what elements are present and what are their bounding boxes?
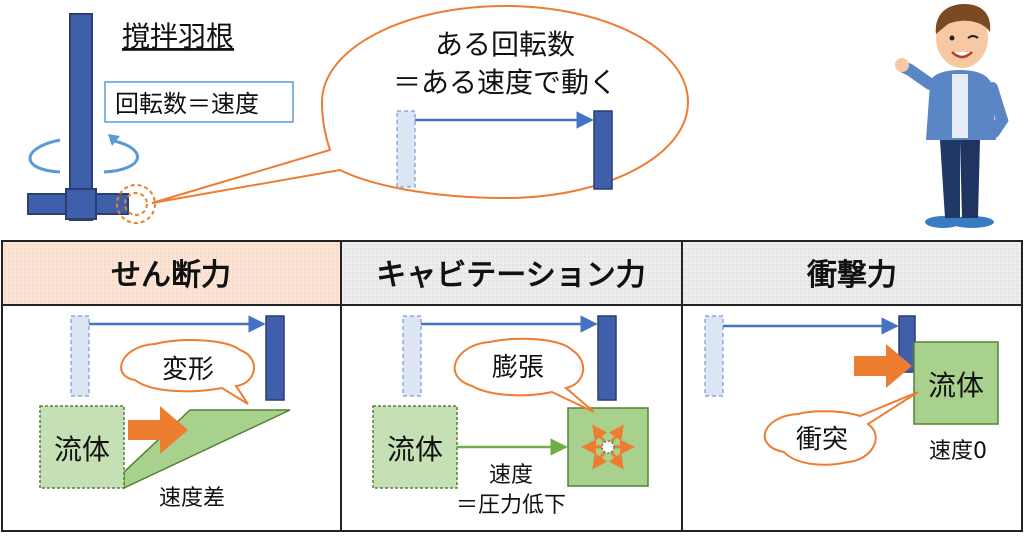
shear-callout: [120, 339, 255, 405]
panel-shear: 流体 変形 速度差: [39, 315, 291, 511]
speech-bubble: [151, 4, 690, 204]
shear-push-arrow: [128, 406, 188, 454]
shear-blade: [265, 315, 285, 401]
bubble-line2: ＝ある速度で動く: [393, 66, 617, 99]
cav-blade-ghost: [402, 315, 422, 397]
rpm-label: 回転数＝速度: [115, 90, 259, 118]
rotation-arrow-head: [108, 134, 120, 146]
panel-header-cavitation: キャビテーション力: [376, 258, 645, 293]
cav-fluid-label: 流体: [387, 433, 443, 466]
rpm-label-box: [104, 81, 294, 123]
panel-impact: 流体 衝突 速度0: [704, 315, 999, 466]
cav-caption-line2: ＝圧力低下: [456, 493, 566, 518]
cav-callout-label: 膨張: [492, 353, 544, 383]
impeller-hub: [65, 188, 97, 220]
person-illustration: [895, 4, 1009, 228]
impact-fluid-box: [913, 341, 999, 425]
impact-callout-label: 衝突: [796, 425, 848, 455]
shear-caption: 速度差: [159, 486, 225, 511]
shear-fluid-label: 流体: [54, 433, 110, 466]
shear-blade-ghost: [70, 315, 90, 397]
header-cell-cavitation: [341, 241, 682, 305]
burst-icon: [581, 424, 635, 470]
cav-fluid-box: [372, 405, 458, 489]
impact-fluid-label: 流体: [928, 369, 984, 402]
cav-blade: [597, 315, 617, 401]
impact-callout: [763, 391, 919, 466]
blade-tip-marker-inner: [124, 192, 148, 216]
bubble-blade: [593, 110, 613, 190]
blade-tip-marker-outer: [116, 184, 156, 224]
bubble-line1: ある回転数: [435, 28, 575, 61]
panel-header-shear: せん断力: [111, 258, 231, 293]
impact-caption: 速度0: [929, 439, 987, 464]
impact-push-arrow: [854, 344, 912, 388]
panel-header-impact: 衝撃力: [806, 258, 897, 293]
header-cell-impact: [682, 241, 1022, 305]
impeller-group: [27, 13, 156, 224]
bubble-blade-ghost: [396, 110, 416, 188]
cav-caption-line1: 速度: [489, 463, 533, 488]
impact-blade-ghost: [704, 315, 724, 397]
impeller-title: 撹拌羽根: [122, 20, 234, 53]
cav-callout: [453, 337, 595, 413]
panels-table: [1, 240, 1023, 532]
rotation-arrow-icon: [28, 138, 139, 174]
header-cell-shear: [2, 241, 341, 305]
shear-callout-label: 変形: [162, 355, 214, 385]
shear-fluid-box: [39, 405, 125, 489]
panel-cavitation: 流体 膨張 速度 ＝圧力低下: [372, 315, 649, 518]
